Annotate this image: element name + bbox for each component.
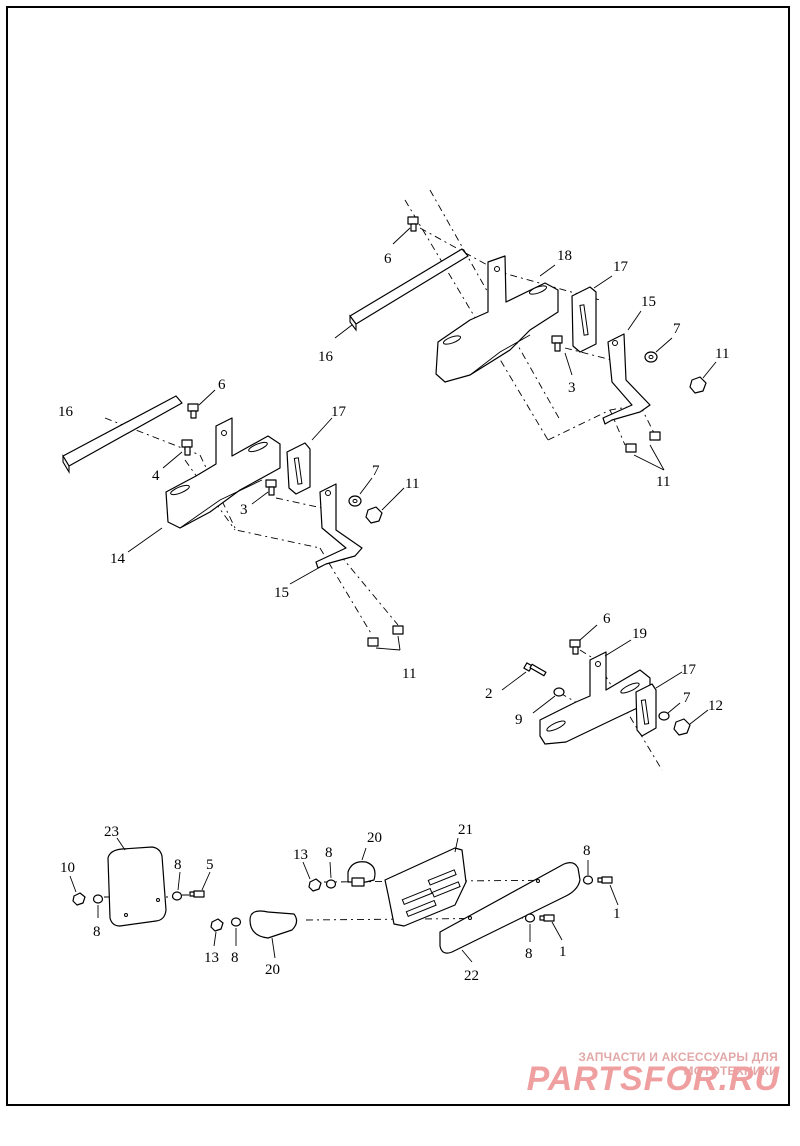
callout-5: 5: [206, 857, 214, 873]
washer-8-left: [92, 894, 104, 904]
callout-8-left: 8: [93, 924, 101, 940]
watermark-logo: PARTSFOR.RU: [526, 1060, 780, 1098]
callout-8-lower-clamp: 8: [231, 950, 239, 966]
washer-8-upper-clamp: [325, 879, 337, 889]
callout-21: 21: [458, 822, 473, 838]
bracket-15-lower: [315, 483, 363, 569]
diagram-frame: [6, 6, 790, 1106]
watermark-tagline: ЗАПЧАСТИ И АКСЕССУАРЫ ДЛЯ МОТОТЕХНИКИ: [578, 1050, 778, 1078]
washer-7-right: [658, 711, 670, 721]
nut-10: [72, 892, 86, 906]
bolt-3-upper: [551, 335, 563, 352]
bolt-6-upper: [407, 216, 419, 232]
washer-8-23: [171, 891, 183, 901]
clip-11-upper-a: [625, 443, 637, 453]
bracket-21: [384, 847, 467, 927]
callout-17-upper: 17: [613, 259, 629, 275]
callout-16-lower: 16: [58, 404, 74, 420]
assembly-middle-left: [62, 389, 405, 651]
callout-19: 19: [632, 626, 647, 642]
bracket-14: [165, 417, 281, 529]
clip-11-lower-a: [367, 637, 379, 647]
clip-11-upper-b: [649, 431, 661, 441]
bracket-15-upper: [602, 333, 651, 425]
washer-8-right-upper: [582, 875, 594, 885]
washer-8-right-lower: [524, 913, 536, 923]
nut-12: [673, 718, 691, 736]
callout-8-right-lower: 8: [525, 946, 533, 962]
callout-12: 12: [708, 698, 723, 714]
callout-11-lower-clips: 11: [402, 666, 416, 682]
strip-16-upper: [349, 248, 469, 325]
callout-2: 2: [485, 686, 493, 702]
callout-14: 14: [110, 551, 126, 567]
screw-1-upper: [597, 876, 613, 884]
callout-20-lower: 20: [265, 962, 280, 978]
callout-15-upper: 15: [641, 294, 656, 310]
callout-3-lower: 3: [240, 502, 248, 518]
callout-6-right: 6: [603, 611, 611, 627]
callout-8-upper-clamp: 8: [325, 845, 333, 861]
bracket-18: [435, 255, 559, 383]
callout-8-right-upper: 8: [583, 843, 591, 859]
callout-11-lower: 11: [405, 476, 419, 492]
clamp-20-lower: [249, 910, 298, 939]
callout-4: 4: [152, 468, 160, 484]
bracket-19: [539, 651, 651, 745]
callout-11-upper-clips: 11: [656, 474, 670, 490]
callout-18: 18: [557, 248, 572, 264]
washer-9: [553, 687, 565, 697]
assembly-bottom: [69, 837, 619, 963]
screw-1-lower: [539, 914, 555, 922]
callout-6-lower: 6: [218, 377, 226, 393]
callout-7-right: 7: [683, 690, 691, 706]
callout-13-lower: 13: [204, 950, 219, 966]
callout-16-upper: 16: [318, 349, 334, 365]
shield-22: [439, 862, 581, 954]
bolt-6-lower: [187, 403, 199, 419]
strip-16-lower: [62, 395, 183, 467]
nut-13-lower: [210, 918, 224, 932]
washer-8-lower-clamp: [230, 917, 242, 927]
callout-15-lower: 15: [274, 585, 289, 601]
callout-1-upper: 1: [613, 906, 621, 922]
callout-6-upper: 6: [384, 251, 392, 267]
callout-3-upper: 3: [568, 380, 576, 396]
bolt-3-lower: [265, 479, 277, 496]
callout-1-lower: 1: [559, 944, 567, 960]
nut-11-upper: [689, 376, 707, 394]
bolt-2: [523, 662, 547, 677]
callout-13-upper: 13: [293, 847, 308, 863]
callout-23: 23: [104, 824, 119, 840]
nut-11-lower: [365, 506, 383, 524]
assembly-middle-right: [501, 624, 709, 771]
bolt-4: [181, 439, 193, 456]
clamp-20-upper: [347, 861, 376, 883]
callout-11-upper: 11: [715, 346, 729, 362]
callout-20-upper: 20: [367, 830, 382, 846]
screw-5: [189, 890, 205, 898]
callout-7-lower: 7: [372, 463, 380, 479]
callout-22: 22: [464, 968, 479, 984]
callout-9: 9: [515, 712, 523, 728]
clip-11-lower-b: [392, 625, 404, 635]
callout-7-upper: 7: [673, 321, 681, 337]
callout-17-right: 17: [681, 662, 697, 678]
callout-8-23: 8: [174, 857, 182, 873]
nut-13-upper: [308, 878, 322, 892]
callout-10: 10: [60, 860, 75, 876]
assembly-upper-right: [334, 189, 717, 471]
callout-labels: 6 18 17 15 7 11 3 16 11 16 6 17 4 7 11 3…: [58, 248, 729, 984]
bolt-6-right: [569, 639, 581, 655]
callout-17-lower: 17: [331, 404, 347, 420]
plate-23: [107, 846, 167, 927]
